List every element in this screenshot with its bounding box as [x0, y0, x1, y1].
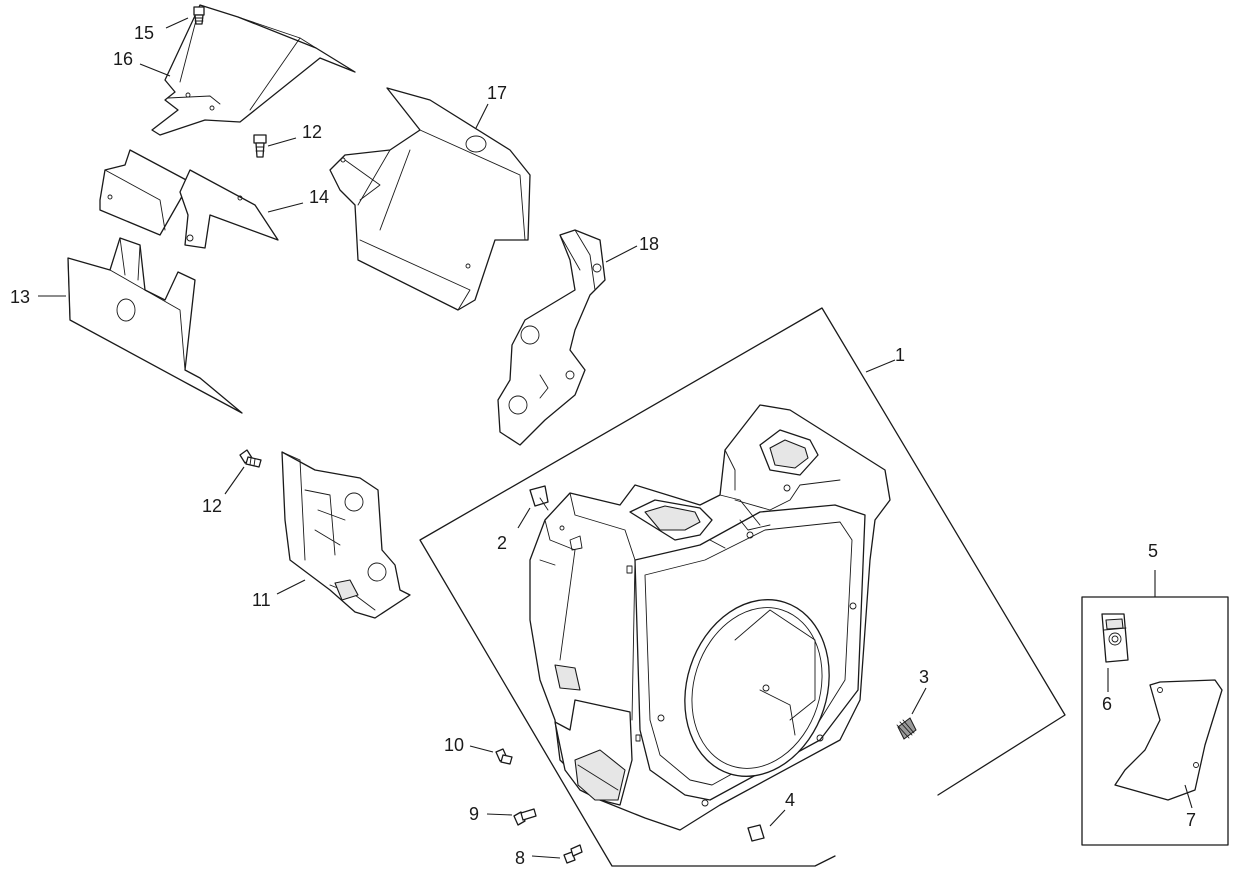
part-3-spring [896, 717, 917, 740]
callout-6: 6 [1102, 694, 1112, 714]
callout-9: 9 [469, 804, 479, 824]
callout-1: 1 [895, 345, 905, 365]
callout-12-upper: 12 [302, 122, 322, 142]
callout-15: 15 [134, 23, 154, 43]
callout-13: 13 [10, 287, 30, 307]
part-4-clip [747, 824, 765, 842]
part-17-shroud [329, 87, 531, 311]
callout-10: 10 [444, 735, 464, 755]
screw-15 [193, 6, 205, 25]
part-18-bracket [497, 229, 606, 446]
part-7-gasket [1114, 679, 1223, 801]
callout-4: 4 [785, 790, 795, 810]
part-6-clip-nut [1101, 613, 1129, 663]
callout-17: 17 [487, 83, 507, 103]
callout-14: 14 [309, 187, 329, 207]
callout-16: 16 [113, 49, 133, 69]
callout-labels: 1 2 3 4 5 6 7 8 9 10 11 12 12 13 14 15 1… [10, 23, 1196, 868]
part-13-baffle [67, 237, 243, 414]
callout-3: 3 [919, 667, 929, 687]
callout-7: 7 [1186, 810, 1196, 830]
part-1-blower-housing [529, 404, 891, 831]
screw-12-lower [239, 449, 262, 468]
assembly-1-frame [419, 307, 1066, 867]
part-14-bracket [99, 149, 279, 249]
part-2-clip [529, 485, 549, 511]
screw-12-upper [253, 134, 267, 158]
callout-18: 18 [639, 234, 659, 254]
screw-10 [495, 748, 513, 765]
screw-8 [563, 844, 583, 864]
callout-12-lower: 12 [202, 496, 222, 516]
leader-lines [38, 17, 1193, 859]
part-11-bracket [281, 451, 411, 619]
callout-8: 8 [515, 848, 525, 868]
callout-2: 2 [497, 533, 507, 553]
screw-9 [513, 808, 537, 826]
callout-5: 5 [1148, 541, 1158, 561]
callout-11: 11 [252, 590, 271, 610]
part-16-baffle [151, 4, 356, 136]
